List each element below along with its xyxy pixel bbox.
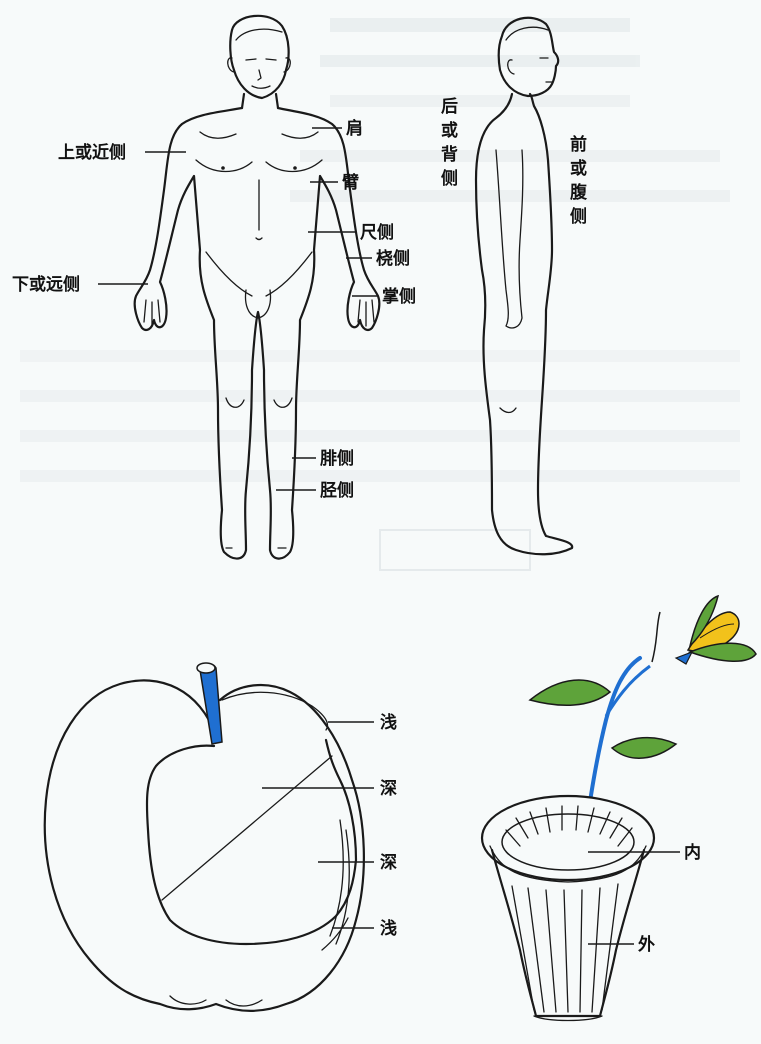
flower-pedicel: [652, 612, 660, 662]
apple-labels: 浅 深 深 浅: [380, 712, 397, 939]
label-deep-top: 深: [380, 778, 397, 799]
label-fibular: 腓侧: [320, 448, 354, 469]
vase-body-flutes: [512, 884, 618, 1012]
label-posterior-4: 侧: [441, 168, 458, 189]
apple-top-rim: [222, 692, 327, 730]
label-posterior-1: 后: [441, 97, 458, 117]
side-knee: [500, 408, 516, 413]
label-anterior-4: 侧: [570, 206, 587, 227]
front-inguinal-lines: [206, 252, 312, 296]
apple-leaders: [262, 722, 374, 928]
side-arm: [496, 150, 523, 328]
leaf-left: [530, 680, 610, 705]
front-labels: 肩 上或近侧 臂 尺侧 桡侧 下或远侧 掌侧 腓侧 胫侧: [12, 118, 416, 501]
label-external: 外: [638, 934, 655, 955]
label-superficial-bottom: 浅: [380, 918, 397, 939]
label-posterior-2: 或: [441, 120, 458, 141]
apple-illustration: [45, 663, 364, 1011]
label-shoulder: 肩: [346, 118, 363, 139]
label-anterior-1: 前: [570, 134, 587, 155]
side-body-outline: [476, 94, 572, 554]
apple-stem-top: [197, 663, 215, 673]
front-head: [230, 16, 288, 98]
apple-peel-shading: [322, 820, 349, 950]
label-posterior-3: 背: [441, 144, 458, 165]
front-face: [246, 59, 276, 88]
front-nipple-left: [221, 166, 225, 170]
label-lower-distal: 下或远侧: [12, 274, 80, 295]
label-internal: 内: [684, 842, 701, 863]
side-labels-posterior: 后 或 背 侧: [441, 97, 458, 189]
label-tibial: 胫侧: [320, 480, 354, 501]
vase-rim: [482, 796, 654, 880]
apple-outline: [45, 680, 364, 1010]
label-palmar: 掌侧: [382, 286, 416, 307]
front-clavicles: [200, 132, 318, 138]
label-superficial-top: 浅: [380, 712, 397, 733]
leaf-right: [612, 738, 676, 759]
label-ulnar: 尺侧: [360, 222, 394, 243]
front-neck: [242, 94, 278, 108]
front-left-fingers: [144, 300, 160, 326]
side-labels-anterior: 前 或 腹 侧: [570, 134, 588, 227]
flower-calyx: [676, 652, 692, 664]
label-arm: 臂: [341, 172, 359, 193]
label-anterior-3: 腹: [570, 182, 588, 203]
apple-cut-face: [147, 740, 356, 944]
apple-stem: [200, 665, 222, 744]
label-radial: 桡侧: [376, 248, 410, 269]
label-deep-bottom: 深: [380, 852, 397, 873]
front-nipple-right: [293, 166, 297, 170]
vase-illustration: [482, 596, 756, 1021]
label-anterior-2: 或: [570, 158, 587, 179]
background-bleed-text: [20, 18, 740, 570]
front-abdomen-line: [256, 180, 262, 240]
flower-stem-upper: [606, 666, 650, 716]
label-upper-proximal: 上或近侧: [58, 142, 126, 163]
apple-cut-line: [162, 756, 332, 900]
front-hairline: [236, 29, 282, 40]
vase-labels: 内 外: [638, 842, 701, 955]
